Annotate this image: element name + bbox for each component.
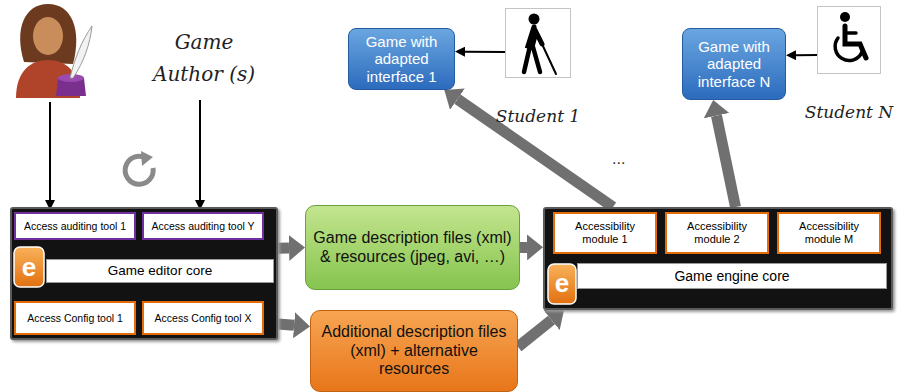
file-box: Game description files (xml) & resources… bbox=[305, 205, 520, 290]
module-box: Accessibility module M bbox=[777, 212, 881, 254]
node-text: Game editor core bbox=[108, 263, 212, 279]
ellipsis-label: ... bbox=[612, 150, 642, 168]
editor-panel: Access auditing tool 1 Access auditing to… bbox=[10, 207, 278, 340]
node-text: Access Config tool X bbox=[155, 312, 252, 324]
blind-pictogram bbox=[524, 14, 556, 75]
refresh-icon bbox=[125, 151, 153, 184]
flow-arrow bbox=[518, 320, 552, 347]
logo-letter: e bbox=[14, 254, 44, 280]
author-arrow bbox=[49, 102, 51, 200]
author-figure bbox=[16, 4, 92, 98]
engine-logo bbox=[548, 264, 576, 304]
logo-letter: e bbox=[548, 270, 576, 296]
node-text: Student 1 bbox=[496, 107, 580, 127]
node-text: Accessibility module M bbox=[782, 220, 876, 245]
node-text: Accessibility module 1 bbox=[558, 220, 652, 245]
tool-box: Access auditing tool Y bbox=[142, 212, 264, 240]
flow-arrow bbox=[278, 242, 289, 253]
editor-logo bbox=[14, 247, 44, 287]
input-arrow bbox=[796, 54, 817, 56]
core-box: Game engine core bbox=[577, 263, 887, 289]
file-box: Additional description files (xml) + alt… bbox=[310, 310, 518, 392]
node-text: Game with adapted interface 1 bbox=[352, 33, 451, 85]
tool-box: Access Config tool 1 bbox=[14, 301, 136, 335]
node-text: Additional description files (xml) + alt… bbox=[315, 323, 513, 378]
tool-box: Access Config tool X bbox=[142, 301, 264, 335]
tool-box: Access auditing tool 1 bbox=[14, 212, 136, 240]
node-text: Access auditing tool 1 bbox=[24, 220, 126, 232]
output-box: Game with adapted interface N bbox=[682, 28, 786, 100]
author-arrow bbox=[199, 100, 201, 200]
node-text: Game description files (xml) & resources… bbox=[310, 229, 515, 266]
module-box: Accessibility module 1 bbox=[553, 212, 657, 254]
input-arrow bbox=[465, 51, 505, 53]
node-text: Access Config tool 1 bbox=[27, 312, 123, 324]
node-text: Game engine core bbox=[674, 268, 789, 284]
flow-arrow bbox=[278, 324, 294, 325]
output-box: Game with adapted interface 1 bbox=[348, 28, 455, 90]
wheelchair-pictogram bbox=[835, 12, 866, 60]
node-text: Game with adapted interface N bbox=[686, 38, 782, 90]
node-text: Access auditing tool Y bbox=[151, 220, 254, 232]
node-text: Student N bbox=[805, 103, 893, 123]
actor-label: Game Author (s) bbox=[140, 26, 268, 90]
core-box: Game editor core bbox=[46, 259, 274, 283]
engine-panel: Accessibility module 1 Accessibility modu… bbox=[543, 207, 893, 310]
student-icon: Student 1 bbox=[505, 8, 571, 78]
flow-arrow bbox=[716, 116, 735, 207]
node-text: Accessibility module 2 bbox=[670, 220, 764, 245]
flow-arrow bbox=[520, 242, 527, 253]
flow-arrow bbox=[457, 99, 613, 207]
student-icon: Student N bbox=[817, 6, 881, 74]
module-box: Accessibility module 2 bbox=[665, 212, 769, 254]
